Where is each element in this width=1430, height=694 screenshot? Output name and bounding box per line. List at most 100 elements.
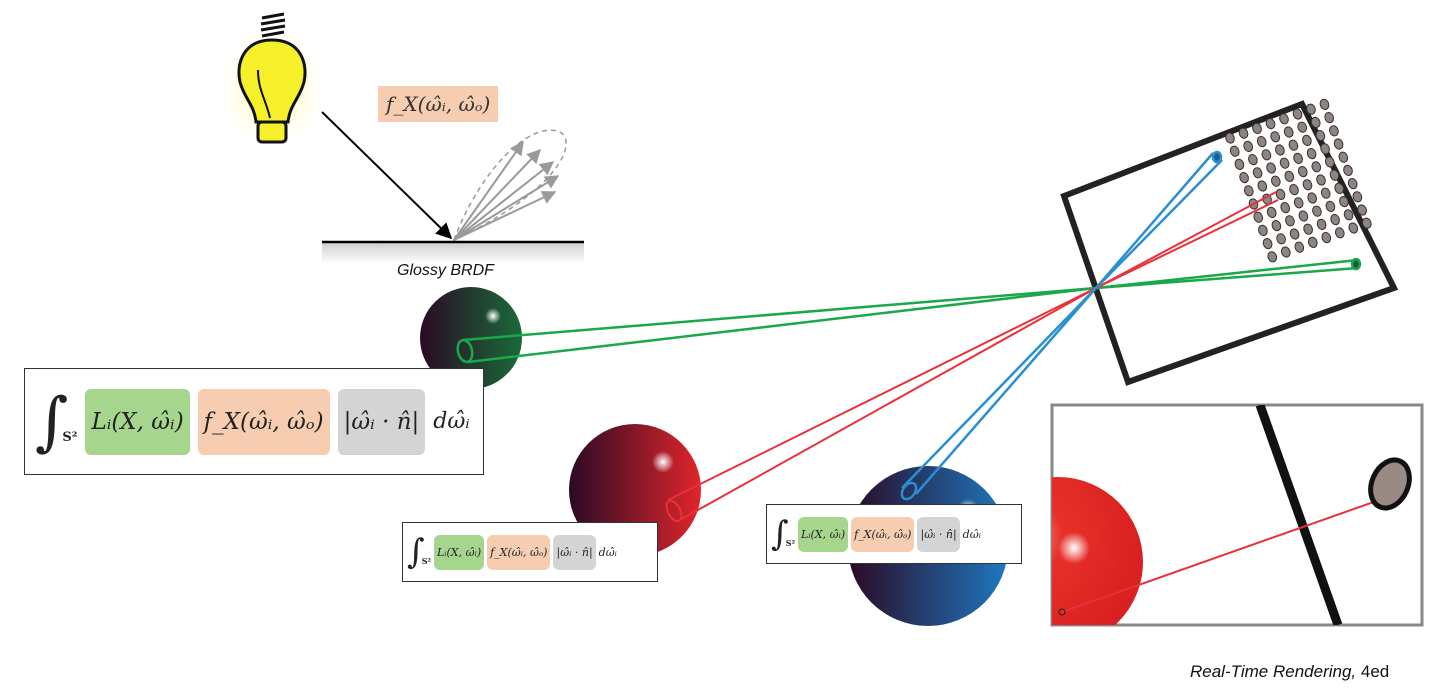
pixel-cell — [1288, 139, 1299, 151]
pixel-cell — [1270, 131, 1281, 143]
integral-symbol: ∫ S² — [771, 514, 795, 554]
pixel-cell — [1293, 197, 1304, 209]
pixel-cell — [1280, 246, 1291, 258]
integral-symbol: ∫ S² — [35, 384, 78, 459]
pixel-cell — [1257, 180, 1268, 192]
pixel-cell — [1352, 191, 1363, 203]
pixel-cell — [1324, 112, 1335, 124]
integral-symbol: ∫ S² — [407, 532, 431, 572]
pixel-cell — [1266, 206, 1277, 218]
brdf-term: f_X(ω̂ᵢ, ω̂ₒ) — [197, 388, 330, 455]
pixel-cell — [1307, 236, 1318, 248]
pixel-cell — [1315, 130, 1326, 142]
credit-line: Real-Time Rendering, 4ed — [1190, 662, 1389, 682]
credit-edition: 4ed — [1356, 662, 1390, 681]
pixel-cell — [1321, 232, 1332, 244]
pixel-cell — [1289, 228, 1300, 240]
ray-cone-green — [456, 257, 1362, 364]
ray-cone-red — [665, 191, 1279, 523]
solid-angle-measure: dω̂ᵢ — [433, 409, 470, 434]
pixel-cell — [1243, 185, 1254, 197]
pixel-cell — [1285, 215, 1295, 227]
pixel-cell — [1324, 156, 1335, 168]
brdf-term: f_X(ω̂ᵢ, ω̂ₒ) — [851, 516, 915, 552]
pixel-cell — [1289, 184, 1299, 196]
pixel-grid — [1225, 98, 1372, 263]
pixel-cell — [1316, 218, 1327, 230]
cosine-term: |ω̂ᵢ · n̂| — [553, 534, 596, 570]
pixel-cell — [1325, 200, 1336, 212]
pixel-cell — [1225, 132, 1235, 144]
credit-title: Real-Time Rendering, — [1190, 662, 1357, 681]
pixel-cell — [1297, 166, 1308, 178]
pixel-cell — [1252, 122, 1262, 134]
pixel-cell — [1319, 98, 1330, 110]
pixel-cell — [1343, 164, 1353, 176]
pixel-cell — [1297, 121, 1308, 133]
pixel-cell — [1261, 149, 1272, 161]
pixel-cell — [1339, 196, 1349, 208]
pixel-cell — [1338, 151, 1349, 163]
pixel-cell — [1316, 174, 1326, 186]
pixel-cell — [1275, 188, 1286, 200]
pixel-cell — [1302, 134, 1312, 146]
pixel-cell — [1330, 214, 1340, 226]
glossy-lobe — [452, 129, 567, 242]
pixel-cell — [1265, 118, 1276, 130]
pixel-cell — [1310, 116, 1321, 128]
pixel-cell — [1334, 227, 1345, 239]
rendering-equation-red: ∫ S² Lᵢ(X, ω̂ᵢ) f_X(ω̂ᵢ, ω̂ₒ) |ω̂ᵢ · n̂|… — [402, 522, 658, 582]
incident-ray — [321, 111, 453, 240]
surface — [322, 240, 584, 264]
image-plane — [1060, 98, 1399, 386]
rendering-equation-large: ∫ S² Lᵢ(X, ω̂ᵢ) f_X(ω̂ᵢ, ω̂ₒ) |ω̂ᵢ · n̂|… — [24, 368, 484, 475]
pixel-cell — [1298, 210, 1309, 222]
pixel-cell — [1294, 241, 1305, 253]
pixel-cell — [1283, 126, 1294, 138]
pixel-cell — [1266, 162, 1276, 174]
solid-angle-measure: dω̂ᵢ — [962, 527, 981, 541]
pixel-cell — [1333, 138, 1344, 150]
pixel-cell — [1271, 220, 1282, 232]
pixel-cell — [1348, 222, 1359, 234]
pixel-cell — [1284, 170, 1295, 182]
brdf-formula-label: f_X(ω̂ᵢ, ω̂ₒ) — [378, 86, 499, 122]
pixel-cell — [1267, 251, 1278, 263]
cosine-term: |ω̂ᵢ · n̂| — [337, 388, 426, 455]
pixel-cell — [1234, 158, 1245, 170]
pixel-cell — [1357, 204, 1367, 216]
pixel-cell — [1270, 175, 1281, 187]
pixel-cell — [1307, 192, 1318, 204]
pixel-cell — [1279, 113, 1289, 125]
pixel-cell — [1306, 103, 1316, 115]
pixel-cell — [1258, 224, 1268, 236]
pixel-cell — [1262, 238, 1273, 250]
pixel-cell — [1312, 205, 1322, 217]
pixel-cell — [1279, 157, 1290, 169]
light-bulb-icon — [214, 12, 330, 152]
pixel-cell — [1252, 167, 1263, 179]
pixel-cell — [1276, 233, 1286, 245]
pixel-cell — [1248, 154, 1258, 166]
pixel-cell — [1320, 143, 1330, 155]
pixel-cell — [1320, 187, 1331, 199]
pixel-cell — [1229, 145, 1240, 157]
sphere-green — [420, 287, 522, 389]
pixel-cell — [1238, 127, 1249, 139]
pixel-cell — [1329, 169, 1340, 181]
pixel-cell — [1253, 211, 1264, 223]
inset-zoom — [1050, 403, 1424, 627]
pixel-cell — [1361, 217, 1372, 229]
pixel-cell — [1280, 202, 1291, 214]
pixel-cell — [1239, 172, 1249, 184]
pixel-cell — [1334, 182, 1345, 194]
pixel-cell — [1275, 144, 1285, 156]
solid-angle-measure: dω̂ᵢ — [598, 545, 617, 559]
incoming-radiance-term: Lᵢ(X, ω̂ᵢ) — [434, 534, 485, 570]
pixel-cell — [1343, 209, 1354, 221]
ray-cone-blue — [900, 150, 1223, 501]
pixel-cell — [1306, 148, 1317, 160]
pixel-cell — [1329, 125, 1339, 137]
glossy-brdf-label: Glossy BRDF — [397, 262, 494, 279]
